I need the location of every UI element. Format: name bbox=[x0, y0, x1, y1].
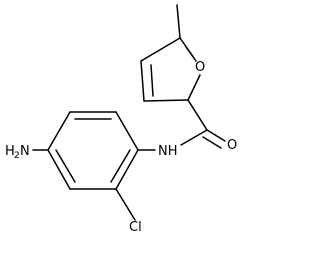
chemical-structure: O O NH Cl H 2 N bbox=[5, 4, 237, 235]
furan-c2-o-bond bbox=[187, 74, 201, 101]
benzene-c1-c2-bond bbox=[115, 111, 139, 151]
amine-n-label: N bbox=[20, 144, 30, 159]
carbonyl-double-bond-b bbox=[202, 136, 222, 149]
benzene-c4-c5-double-bond bbox=[55, 149, 76, 183]
chlorine-bond bbox=[115, 188, 136, 221]
carbonyl-oxygen-label: O bbox=[227, 138, 237, 153]
amine-h-count-label: 2 bbox=[14, 151, 20, 161]
furan-c4-c3-bond bbox=[140, 60, 145, 102]
benzene-c6-c1-bond bbox=[115, 149, 139, 190]
chlorine-label: Cl bbox=[129, 220, 142, 235]
furan-carbonyl-bond bbox=[187, 99, 208, 131]
amide-nh-label: NH bbox=[158, 144, 178, 159]
furan-c4-c3-double-bond bbox=[150, 64, 154, 97]
carbonyl-double-bond-a bbox=[206, 129, 226, 142]
benzene-c3-c4-bond bbox=[47, 111, 71, 151]
benzene-c4-c5-bond bbox=[47, 149, 71, 190]
furan-c3-c2-bond bbox=[143, 99, 189, 102]
furan-c5-c4-bond bbox=[140, 37, 181, 62]
furan-oxygen-label: O bbox=[195, 60, 205, 75]
carbonyl-amide-bond bbox=[180, 129, 208, 146]
amine-h-label: H bbox=[5, 144, 15, 159]
furan-c5-o-double-bond bbox=[185, 46, 197, 62]
benzene-c6-c1-double-bond bbox=[110, 149, 131, 183]
methyl-bond bbox=[176, 4, 181, 39]
